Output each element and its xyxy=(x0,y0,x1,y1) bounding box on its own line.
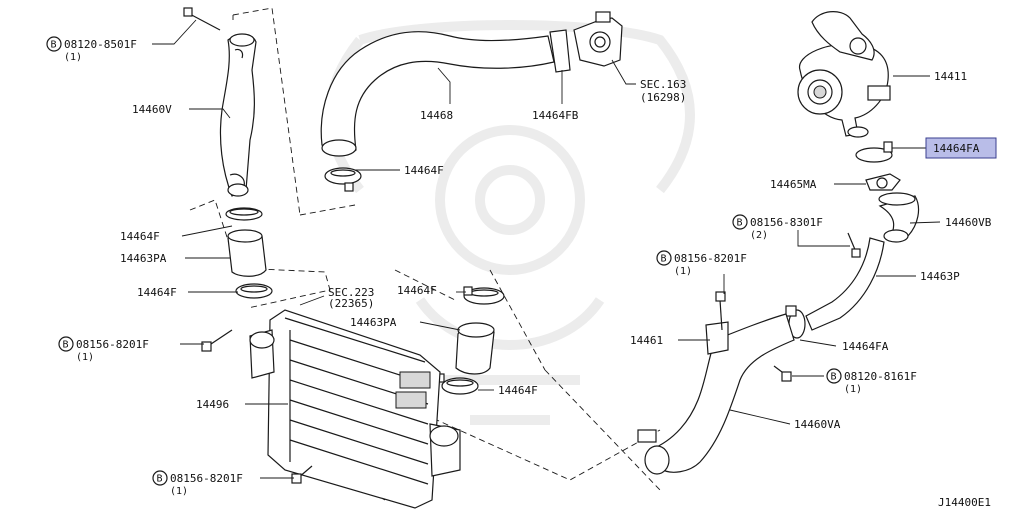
callout-bolt-b1[interactable]: B 08120-8501F (1) xyxy=(46,36,137,63)
bolt-code-label: 08156-8201F xyxy=(170,472,243,485)
duct-14460va[interactable] xyxy=(637,313,795,475)
leader-lines xyxy=(152,19,941,479)
label-14460v[interactable]: 14460V xyxy=(132,103,172,116)
turbocharger-14411[interactable] xyxy=(797,11,891,138)
label-14464fa-lower[interactable]: 14464FA xyxy=(842,340,889,353)
bolt-08156-8201f-left[interactable] xyxy=(201,329,233,352)
watermark-emblem xyxy=(325,20,695,425)
elbow-14460vb[interactable] xyxy=(878,192,920,243)
intercooler-14496[interactable] xyxy=(249,309,461,509)
clamp-14464fa-lower[interactable] xyxy=(785,305,806,339)
bolt-08120-8501f[interactable] xyxy=(183,7,221,31)
bolt-08156-8201f-mid[interactable] xyxy=(715,291,726,331)
callout-bolt-b2[interactable]: B 08156-8201F (1) xyxy=(58,336,149,363)
label-14411[interactable]: 14411 xyxy=(934,70,967,83)
air-duct-14460v[interactable] xyxy=(219,33,257,197)
label-14460vb[interactable]: 14460VB xyxy=(945,216,992,229)
label-14465ma[interactable]: 14465MA xyxy=(770,178,817,191)
bolt-qty-label: (1) xyxy=(76,352,94,363)
callout-bolt-b4[interactable]: B 08156-8301F (2) xyxy=(732,214,823,241)
bolt-code-label: 08156-8201F xyxy=(674,252,747,265)
bolt-08156-8201f-bottom[interactable] xyxy=(291,465,313,484)
hose-14463pa-left[interactable] xyxy=(227,229,267,277)
label-14464fa-highlighted[interactable]: 14464FA xyxy=(933,142,980,155)
label-sec163[interactable]: SEC.163 xyxy=(640,78,686,91)
clamp-14464f-mid-upper[interactable] xyxy=(463,286,505,305)
clamp-14464fa-upper[interactable] xyxy=(855,141,893,163)
callout-bolt-b5[interactable]: B 08156-8201F (1) xyxy=(656,250,747,277)
clamp-14464fb[interactable] xyxy=(549,29,571,73)
highlight-box xyxy=(925,137,997,159)
gasket-14465ma[interactable] xyxy=(865,173,901,191)
bolt-prefix: B xyxy=(661,254,667,265)
bolt-prefix: B xyxy=(157,474,163,485)
label-14463pa-mid[interactable]: 14463PA xyxy=(350,316,397,329)
diagram-code: J14400E1 xyxy=(938,496,991,509)
label-14464f-mid-upper[interactable]: 14464F xyxy=(397,284,437,297)
bolt-qty-label: (1) xyxy=(844,384,862,395)
label-14464f-left-lower[interactable]: 14464F xyxy=(137,286,177,299)
bolt-qty-label: (1) xyxy=(674,266,692,277)
label-sec163-sub: (16298) xyxy=(640,91,686,104)
bolt-qty-label: (2) xyxy=(750,230,768,241)
bolt-08120-8161f[interactable] xyxy=(773,365,792,382)
clamp-14464f-hose[interactable] xyxy=(324,167,362,192)
hose-14468[interactable] xyxy=(320,31,555,157)
clamp-14464f-left-upper[interactable] xyxy=(225,207,263,221)
label-14461[interactable]: 14461 xyxy=(630,334,663,347)
label-14496[interactable]: 14496 xyxy=(196,398,229,411)
pipe-14463p[interactable] xyxy=(805,237,885,331)
label-14464fb[interactable]: 14464FB xyxy=(532,109,579,122)
callout-bolt-b3[interactable]: B 08156-8201F (1) xyxy=(152,470,243,497)
bolt-code-label: 08156-8201F xyxy=(76,338,149,351)
bolt-code-label: 08120-8501F xyxy=(64,38,137,51)
throttle-body-sec163[interactable] xyxy=(573,11,623,67)
bolt-08156-8301f[interactable] xyxy=(847,232,861,258)
clamp-14464f-left-lower[interactable] xyxy=(235,283,273,299)
bolt-prefix: B xyxy=(51,40,57,51)
label-14464f-mid-lower[interactable]: 14464F xyxy=(498,384,538,397)
label-14464f-hose[interactable]: 14464F xyxy=(404,164,444,177)
hose-14463pa-mid[interactable] xyxy=(455,322,495,375)
bolt-prefix: B xyxy=(737,218,743,229)
bolt-prefix: B xyxy=(831,372,837,383)
label-14463p[interactable]: 14463P xyxy=(920,270,960,283)
label-sec223-sub: (22365) xyxy=(328,297,374,310)
label-14464f-left-upper[interactable]: 14464F xyxy=(120,230,160,243)
bolt-code-label: 08156-8301F xyxy=(750,216,823,229)
bolt-qty-label: (1) xyxy=(170,486,188,497)
bolt-qty-label: (1) xyxy=(64,52,82,63)
callout-bolt-b6[interactable]: B 08120-8161F (1) xyxy=(826,368,917,395)
label-14468[interactable]: 14468 xyxy=(420,109,453,122)
label-14463pa-left[interactable]: 14463PA xyxy=(120,252,167,265)
label-14460va[interactable]: 14460VA xyxy=(794,418,841,431)
label-sec223[interactable]: SEC.223 xyxy=(328,286,374,299)
bolt-code-label: 08120-8161F xyxy=(844,370,917,383)
bolt-prefix: B xyxy=(63,340,69,351)
